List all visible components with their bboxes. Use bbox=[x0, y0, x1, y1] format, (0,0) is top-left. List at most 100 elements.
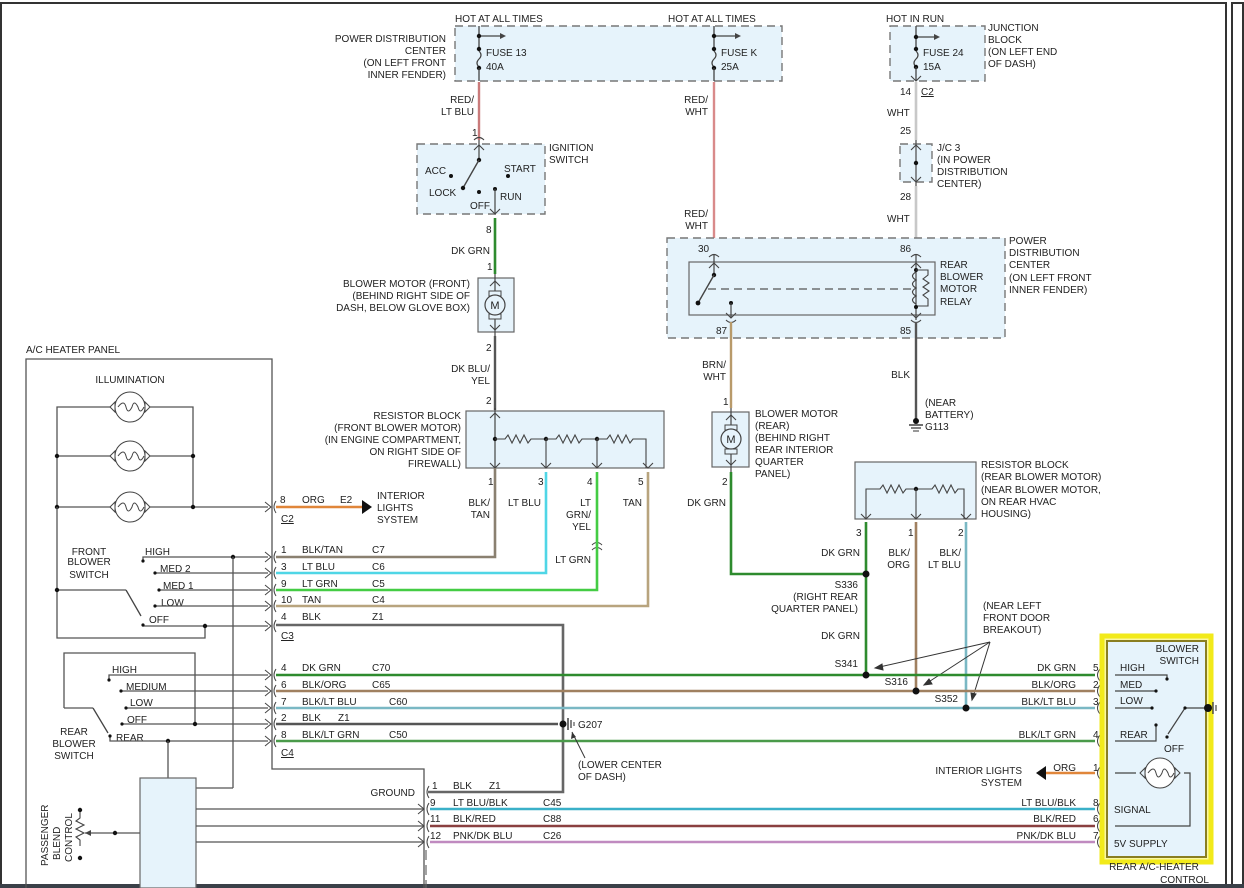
jc3-pin-25: 25 bbox=[900, 126, 912, 137]
connector-pin-mark bbox=[264, 734, 277, 748]
front-resistor-label: RESISTOR BLOCK bbox=[373, 411, 461, 422]
dk-grn-label: DK GRN bbox=[821, 548, 860, 559]
control-label-signal: SIGNAL bbox=[1114, 805, 1151, 816]
rear-motor-pin-2: 2 bbox=[722, 477, 728, 488]
ignition-off: OFF bbox=[470, 201, 490, 212]
rear-resistor-pin: 1 bbox=[908, 528, 914, 539]
bottom-circuit: Z1 bbox=[489, 781, 501, 792]
dk-grn-label: DK GRN bbox=[451, 246, 490, 257]
front-motor-label: BLOWER MOTOR (FRONT) bbox=[343, 279, 470, 290]
red-wht-label: WHT bbox=[685, 107, 708, 118]
junction-block: HOT IN RUN JUNCTION BLOCK (ON LEFT END O… bbox=[886, 14, 1057, 98]
c3-wire-color: BLK/TAN bbox=[302, 545, 343, 556]
jb-label-line: (ON LEFT END bbox=[988, 47, 1057, 58]
front-motor-pin-1: 1 bbox=[487, 262, 493, 273]
rear-switch-low: LOW bbox=[130, 698, 153, 709]
relay-label: BLOWER bbox=[940, 272, 983, 283]
lamp-icon bbox=[109, 491, 151, 523]
bottom-pin: 11 bbox=[430, 814, 441, 825]
g113-note: BATTERY) bbox=[925, 410, 974, 421]
relay-pdc-label: CENTER bbox=[1009, 260, 1050, 271]
rear-motor-label: BLOWER MOTOR bbox=[755, 409, 838, 420]
control-label-med: MED bbox=[1120, 680, 1142, 691]
pdc-label-line: INNER FENDER) bbox=[368, 70, 446, 81]
c3-wire-color: LT GRN bbox=[302, 579, 338, 590]
s336-label: S336 bbox=[835, 580, 859, 591]
connector-pin-mark bbox=[264, 550, 277, 564]
bottom-circuit: C88 bbox=[543, 814, 562, 825]
motor-symbol: M bbox=[726, 434, 735, 446]
splice-note: (NEAR LEFT bbox=[983, 601, 1041, 612]
blk-tan-label: BLK/ bbox=[468, 498, 490, 509]
connector-pin-mark bbox=[264, 717, 277, 731]
ground-label: GROUND bbox=[371, 788, 415, 799]
ignition-pin-1: 1 bbox=[472, 128, 478, 139]
front-resistor-label: (IN ENGINE COMPARTMENT, bbox=[325, 435, 461, 446]
rear-resistor-pin: 3 bbox=[856, 528, 862, 539]
c4-circuit: Z1 bbox=[338, 713, 350, 724]
connector-pin-mark bbox=[426, 785, 430, 799]
dk-grn-label: DK GRN bbox=[687, 498, 726, 509]
rear-wire-label: BLK/LT BLU bbox=[1021, 697, 1076, 708]
ignition-run: RUN bbox=[500, 192, 522, 203]
c3-wire-color: TAN bbox=[302, 595, 321, 606]
rear-resistor-label: (NEAR BLOWER MOTOR, bbox=[981, 485, 1101, 496]
arrow-icon bbox=[1036, 766, 1046, 780]
jc3-label-line: (IN POWER bbox=[937, 155, 991, 166]
rear-blower-switch-label: SWITCH bbox=[54, 751, 93, 762]
front-motor-label: DASH, BELOW GLOVE BOX) bbox=[336, 303, 470, 314]
red-wht-label: WHT bbox=[685, 221, 708, 232]
rear-resistor-label: ON REAR HVAC bbox=[981, 497, 1056, 508]
front-motor-pin-2: 2 bbox=[486, 343, 492, 354]
front-switch-med1: MED 1 bbox=[163, 581, 194, 592]
connector-c4-label: C4 bbox=[281, 748, 294, 759]
lt-grn-yel-label: LT bbox=[580, 498, 591, 509]
ignition-pin-8: 8 bbox=[486, 225, 492, 236]
arrow-icon bbox=[362, 500, 372, 514]
bottom-wire-color: BLK bbox=[453, 781, 472, 792]
dk-blu-yel-label: YEL bbox=[471, 376, 490, 387]
c4-circuit: C65 bbox=[372, 680, 391, 691]
ignition-label: IGNITION bbox=[549, 143, 593, 154]
blk-lt-blu-label: LT BLU bbox=[928, 560, 961, 571]
splice-pointer-arrows bbox=[873, 641, 991, 702]
g207-note: (LOWER CENTER bbox=[578, 760, 662, 771]
blk-lt-blu-label: BLK/ bbox=[939, 548, 961, 559]
c3-circuit: C5 bbox=[372, 579, 385, 590]
ignition-switch: 1 ACC START LOCK OFF RUN IGNITION SWITCH… bbox=[416, 128, 593, 236]
relay-pdc-label: (ON LEFT FRONT bbox=[1009, 273, 1092, 284]
ignition-acc: ACC bbox=[425, 166, 446, 177]
c4-wire-color: DK GRN bbox=[302, 663, 341, 674]
hot-in-run-label: HOT IN RUN bbox=[886, 14, 944, 25]
rear-interior-lights-label: INTERIOR LIGHTS bbox=[935, 766, 1022, 777]
c3-lt-blu-wire bbox=[276, 472, 548, 575]
connector-pin-mark bbox=[417, 835, 430, 849]
tan-label: TAN bbox=[623, 498, 642, 509]
connector-pin-mark bbox=[264, 583, 277, 597]
jb-label-line: JUNCTION bbox=[988, 23, 1039, 34]
c4-pin: 2 bbox=[281, 713, 287, 724]
jc3-label-line: CENTER) bbox=[937, 179, 981, 190]
c3-connector: 1 BLK/TAN C7 3 LT BLU C6 9 LT GRN C5 10 … bbox=[281, 545, 385, 642]
side-frame bbox=[1231, 2, 1244, 888]
rear-pin: 8 bbox=[1093, 798, 1099, 809]
lamp-icon bbox=[1139, 757, 1181, 789]
rear-blower-switch-label: REAR bbox=[60, 727, 88, 738]
rear-motor-label: QUARTER bbox=[755, 457, 804, 468]
c3-circuit: C4 bbox=[372, 595, 385, 606]
rear-wire-label: LT BLU/BLK bbox=[1021, 798, 1076, 809]
rear-wire-label: BLK/ORG bbox=[1032, 680, 1077, 691]
relay-pdc-label: POWER bbox=[1009, 236, 1047, 247]
rear-resistor-label: (REAR BLOWER MOTOR) bbox=[981, 472, 1101, 483]
ground-g113-icon bbox=[909, 418, 923, 432]
blower-switch-title: BLOWER bbox=[1156, 644, 1199, 655]
g113-label: G113 bbox=[925, 422, 949, 433]
fuse-k-rating: 25A bbox=[721, 62, 739, 73]
brn-wht-label: WHT bbox=[703, 372, 726, 383]
c4-wire-color: BLK bbox=[302, 713, 321, 724]
rear-pin: 7 bbox=[1093, 831, 1099, 842]
front-switch-high: HIGH bbox=[145, 547, 170, 558]
bottom-wire-color: LT BLU/BLK bbox=[453, 798, 508, 809]
rear-motor-dk-grn-wire bbox=[729, 472, 866, 576]
